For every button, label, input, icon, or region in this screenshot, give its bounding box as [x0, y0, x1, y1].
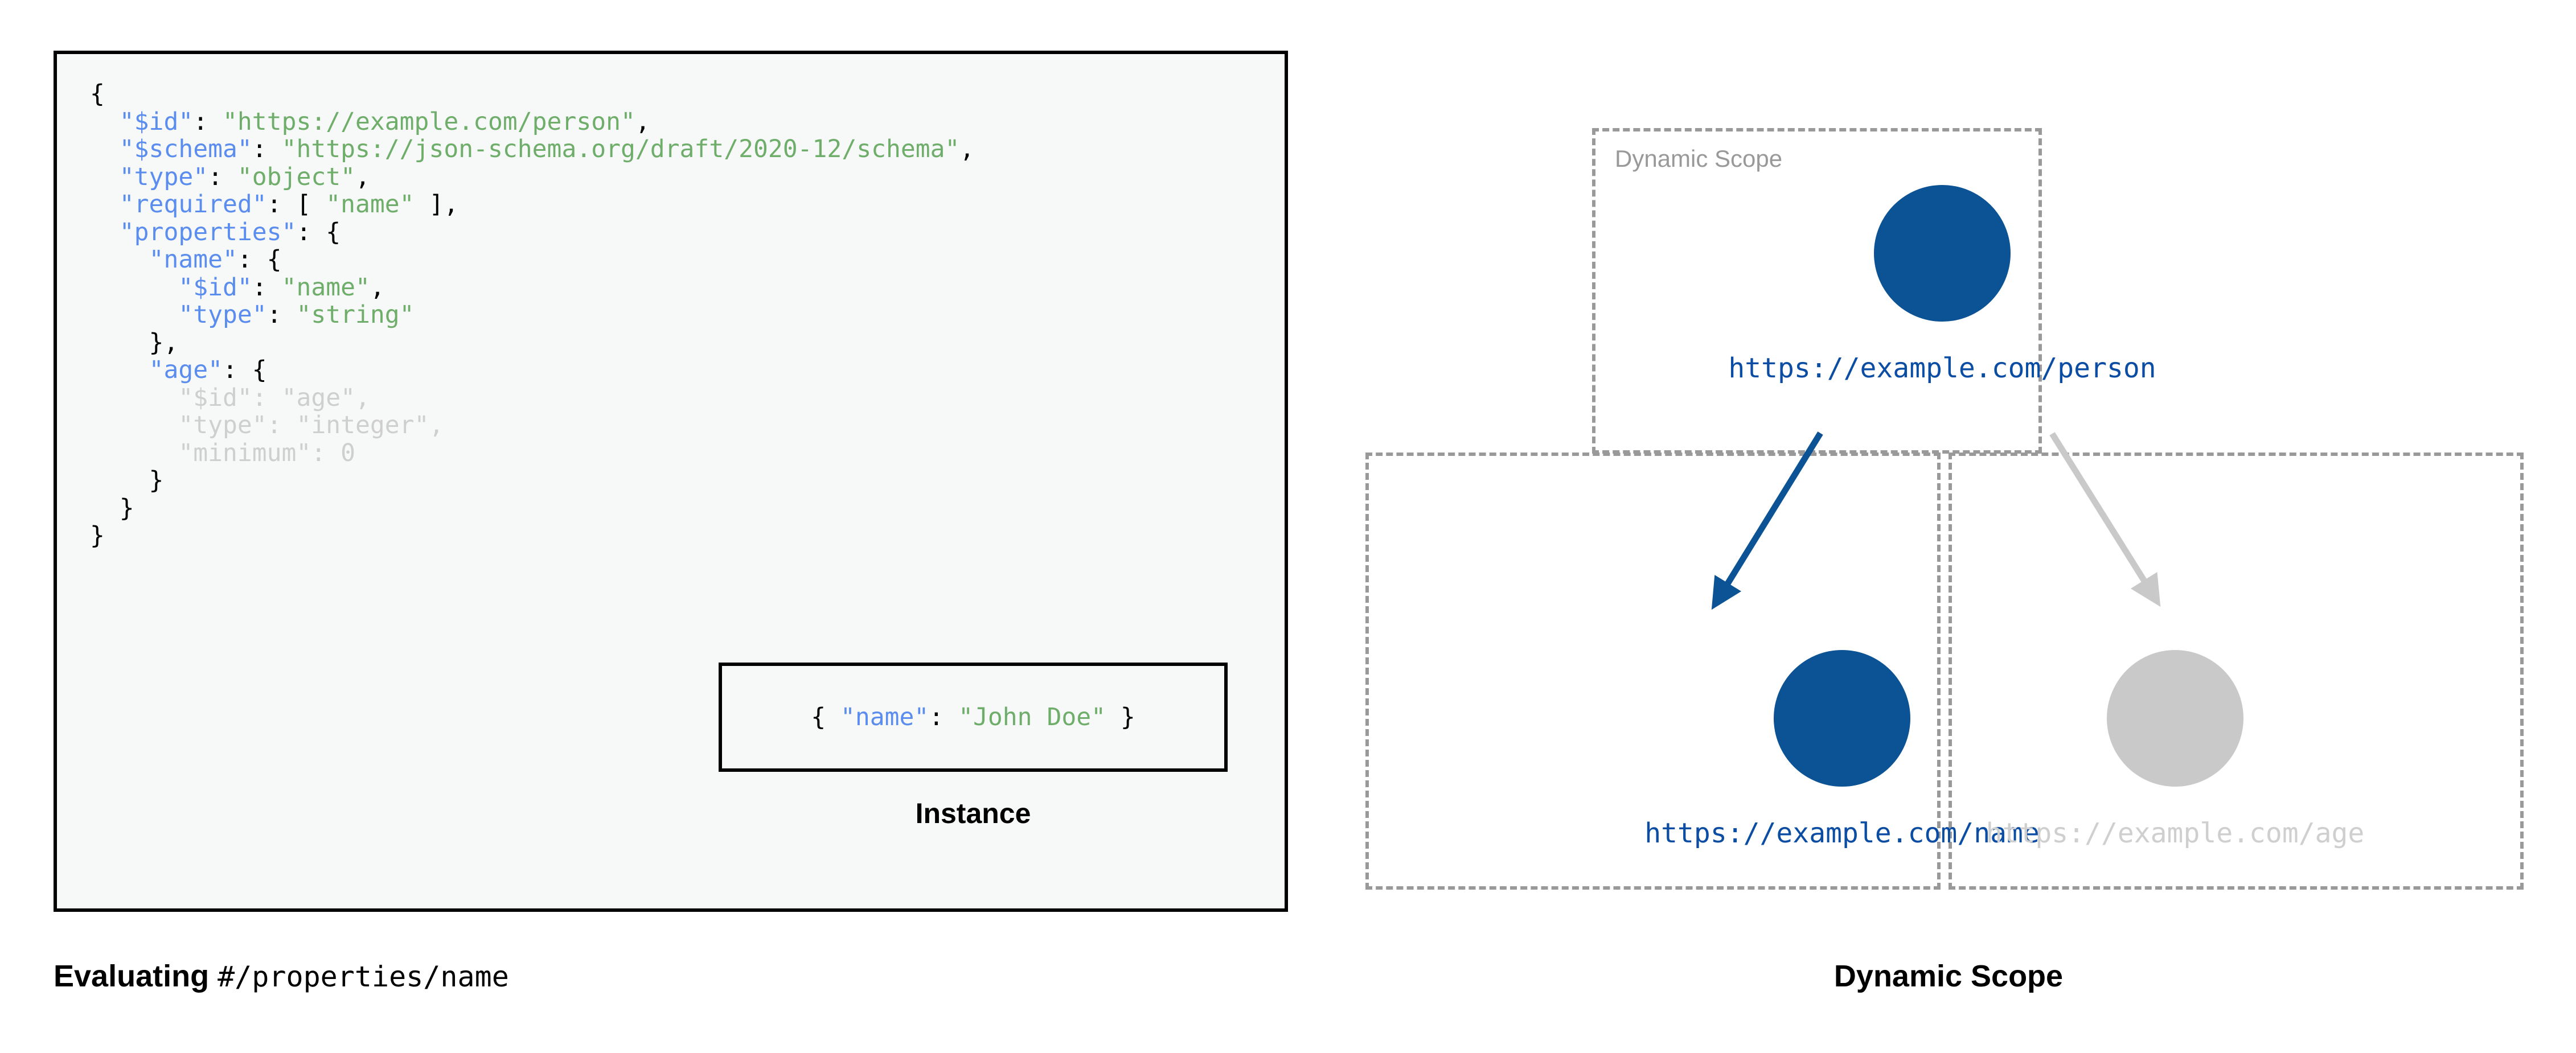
instance-json-code: { "name": "John Doe" } [811, 703, 1135, 731]
code-token: 0 [341, 438, 356, 467]
code-token: "name" [281, 273, 370, 302]
code-token: , [635, 107, 650, 136]
code-token: "$id" [119, 107, 194, 136]
code-token: "age" [149, 356, 223, 384]
code-token: : [ [266, 190, 326, 219]
code-token: , [370, 273, 385, 302]
code-token: : [266, 301, 297, 329]
code-line: }, [90, 328, 974, 357]
code-line: "name": { [90, 246, 974, 274]
code-token: }, [90, 328, 179, 357]
code-token: "type" [119, 162, 208, 191]
code-line: "$schema": "https://json-schema.org/draf… [90, 135, 975, 163]
code-token: : [311, 438, 341, 467]
code-token [90, 411, 178, 439]
code-token: "$id" [178, 273, 252, 302]
code-token: "age" [281, 383, 356, 412]
code-token [90, 356, 149, 384]
code-token: : [208, 162, 237, 191]
scope-box-root-label: Dynamic Scope [1615, 145, 1783, 172]
code-token: : [266, 411, 297, 439]
schema-json-code: { "$id": "https://example.com/person", "… [90, 80, 974, 550]
code-token: : { [223, 356, 267, 384]
dynamic-scope-caption: Dynamic Scope [1833, 959, 2064, 993]
code-token [90, 384, 178, 412]
code-token: "object" [237, 162, 356, 191]
code-token: "minimum" [178, 438, 311, 467]
instance-caption-label: Instance [915, 797, 1031, 829]
code-token: "type" [178, 301, 267, 329]
code-token [90, 439, 178, 467]
scope-box-name [1365, 453, 1941, 890]
code-token: "properties" [119, 217, 297, 246]
code-token: : { [296, 217, 341, 246]
code-token [90, 163, 120, 191]
code-token: "https://json-schema.org/draft/2020-12/s… [281, 135, 960, 163]
code-token: } [90, 521, 105, 550]
code-token [90, 108, 120, 136]
code-token: "$schema" [119, 135, 252, 163]
code-line: } [90, 493, 974, 523]
code-line: } [90, 467, 974, 495]
code-token [90, 190, 120, 219]
code-line: "$id": "name", [90, 273, 974, 302]
code-token [90, 135, 120, 163]
code-token: } [1106, 703, 1135, 731]
instance-code-box: { "name": "John Doe" } [719, 663, 1228, 772]
scope-box-age [1949, 453, 2524, 890]
evaluating-caption-pointer: #/properties/name [218, 960, 509, 993]
code-token: "name" [149, 245, 237, 274]
code-token: , [355, 162, 370, 191]
code-token: , [355, 383, 370, 412]
code-token: "integer" [296, 411, 429, 439]
code-token: "name" [326, 190, 415, 219]
code-token: "name" [840, 703, 929, 731]
code-line: } [90, 522, 974, 550]
code-line: { [90, 80, 974, 108]
node-label-age: https://example.com/age [1986, 817, 2365, 849]
code-token: "$id" [178, 383, 252, 412]
code-token [90, 301, 178, 329]
code-line: "properties": { [90, 217, 974, 246]
code-token: , [959, 135, 975, 163]
code-line: "type": "string" [90, 301, 974, 329]
code-token: ], [414, 190, 459, 219]
code-line: "required": [ "name" ], [90, 191, 974, 219]
code-line: "$id": "https://example.com/person", [90, 108, 974, 136]
node-circle-person [1874, 185, 2011, 322]
code-token: "string" [296, 301, 415, 329]
code-token [90, 245, 149, 274]
node-circle-name [1774, 650, 1910, 787]
code-token: : [193, 107, 223, 136]
node-circle-age [2107, 650, 2243, 787]
node-label-name: https://example.com/name [1644, 817, 2040, 849]
evaluating-caption: Evaluating #/properties/name [54, 959, 509, 994]
code-token: "John Doe" [958, 703, 1106, 731]
code-token: : [252, 383, 282, 412]
code-line: "age": { [90, 356, 974, 384]
evaluating-caption-bold: Evaluating [54, 959, 218, 993]
code-line: "type": "object", [90, 163, 974, 191]
code-token [90, 218, 120, 246]
node-label-person: https://example.com/person [1728, 352, 2156, 384]
code-line: "minimum": 0 [90, 439, 974, 467]
code-token: "https://example.com/person" [223, 107, 635, 136]
schema-code-panel: { "$id": "https://example.com/person", "… [54, 51, 1288, 912]
dynamic-scope-diagram: Dynamic Scope https://example.com/person… [1321, 0, 2576, 1053]
code-token: : { [237, 245, 282, 274]
code-token: : [252, 273, 282, 302]
code-token: "required" [119, 190, 267, 219]
code-token: } [90, 493, 134, 523]
code-token: : [252, 135, 282, 163]
code-token [90, 273, 178, 302]
code-token: "type" [178, 411, 267, 439]
code-token: { [90, 80, 105, 108]
code-line: "type": "integer", [90, 412, 974, 439]
code-token: : [929, 703, 959, 731]
code-token: { [811, 703, 840, 731]
code-token: , [429, 411, 444, 439]
code-line: "$id": "age", [90, 384, 974, 412]
code-token: } [90, 466, 164, 495]
